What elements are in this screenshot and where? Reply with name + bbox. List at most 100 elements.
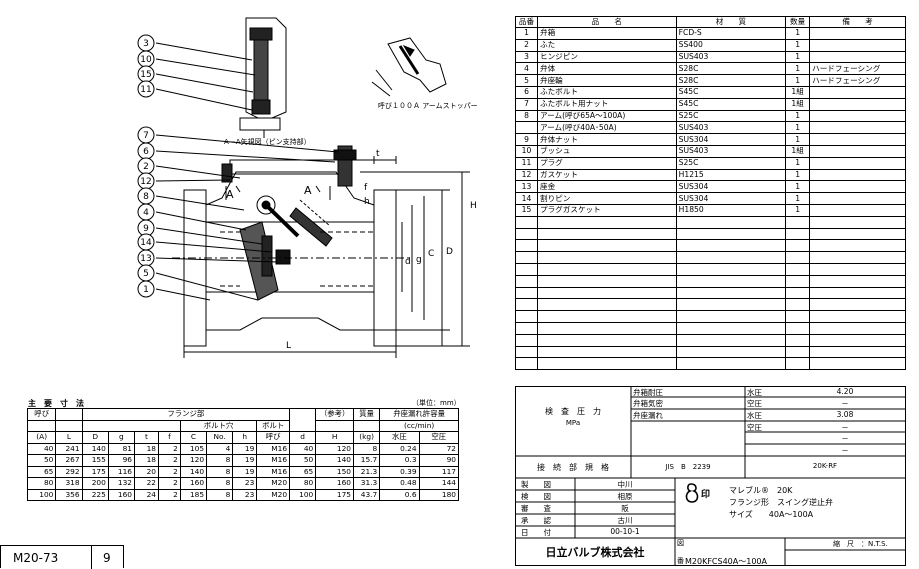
dimension-cell: 0.3 (379, 454, 420, 467)
approval-name: 相原 (617, 492, 633, 501)
inspection-val: 4.20 (836, 387, 854, 396)
dimension-cell: 40 (26, 442, 57, 455)
parts-cell-empty (809, 262, 906, 276)
dimension-cell: 100 (289, 488, 317, 501)
parts-cell-empty (675, 345, 787, 359)
dim-head-bolt: ボルト (256, 419, 291, 432)
parts-row-empty (515, 333, 906, 347)
dimension-cell: 0.24 (379, 442, 420, 455)
dimension-cell: 90 (418, 454, 460, 467)
parts-cell-note (809, 133, 906, 146)
parts-cell-name: 弁箱 (536, 27, 677, 40)
parts-cell-qty: 1 (785, 180, 811, 194)
dim-head-C: C (179, 431, 208, 444)
dimensions-table: 呼び フランジ部 （参考） 質量 弁座漏れ許容量 ボルト穴 ボルト (cc/mi… (26, 408, 460, 501)
parts-cell-note (809, 156, 906, 170)
dim-head-mass: 質量 (353, 408, 381, 421)
dimension-cell: 8 (206, 488, 234, 501)
parts-cell-no: 12 (515, 168, 538, 182)
approval-role: 審 査 (521, 504, 551, 513)
parts-cell-empty (785, 357, 811, 371)
parts-cell-qty: 1 (785, 156, 811, 170)
parts-cell-name: ブッシュ (536, 144, 677, 158)
parts-cell-name: 弁座輪 (536, 74, 677, 87)
footer-page: 9 (103, 551, 111, 565)
parts-cell-empty (536, 333, 677, 347)
parts-cell-mat: SUS304 (675, 192, 787, 205)
dim-A-left: A (226, 188, 234, 201)
dimension-cell: M20 (256, 477, 291, 490)
balloon: 14 (137, 233, 155, 251)
dimension-cell: 0.48 (379, 477, 420, 490)
dimension-cell: 19 (232, 442, 258, 455)
dimension-cell: 31.3 (353, 477, 381, 490)
balloon: 7 (137, 126, 155, 144)
parts-cell-empty (675, 333, 787, 347)
parts-row-empty (515, 251, 906, 264)
parts-cell-mat: FCD-S (675, 27, 787, 40)
dim-head-A: (A) (26, 431, 57, 444)
dimension-cell: 50 (289, 454, 317, 467)
dim-g: g (416, 255, 422, 265)
dimension-cell: 356 (55, 488, 83, 501)
number-label: 番 (677, 557, 684, 565)
product-line1: マレブル® 20K (729, 486, 793, 495)
parts-cell-no: 15 (515, 203, 538, 217)
svg-text:5: 5 (143, 269, 149, 279)
dim-head-h: h (232, 431, 258, 444)
parts-cell-empty (675, 286, 787, 300)
dimension-cell: 200 (81, 477, 109, 490)
product-line3: サイズ 40A～100A (729, 510, 814, 519)
parts-cell-note (809, 144, 906, 158)
parts-cell-empty (785, 345, 811, 359)
approval-name: 00-10-1 (610, 527, 640, 536)
parts-cell-empty (536, 215, 677, 229)
balloon-group: 3 10 15 11 7 6 2 12 8 4 9 14 13 5 1 (137, 34, 155, 298)
dimension-cell: 140 (179, 465, 208, 478)
parts-cell-no: 11 (515, 156, 538, 170)
svg-text:8: 8 (143, 192, 149, 202)
approval-name: 阪 (621, 504, 629, 513)
dimension-cell: 8 (206, 454, 234, 467)
dimension-cell: 21.3 (353, 465, 381, 478)
dim-head-air: 空圧 (418, 431, 460, 444)
product-line2: フランジ形 スイング逆止弁 (729, 498, 833, 507)
dimension-cell: 2 (158, 454, 181, 467)
dim-head-H: H (315, 431, 355, 444)
dimension-cell: 96 (107, 454, 136, 467)
dim-H: H (470, 201, 477, 211)
dimension-cell: 8 (206, 465, 234, 478)
parts-cell-note (809, 203, 906, 217)
dimension-cell: 160 (315, 477, 355, 490)
parts-cell-empty (809, 251, 906, 264)
parts-cell-empty (536, 345, 677, 359)
dimension-cell: 105 (179, 442, 208, 455)
balloon: 4 (137, 203, 155, 221)
parts-cell-name: アーム(呼び40A･50A) (536, 121, 677, 135)
parts-cell-empty (809, 215, 906, 229)
dimension-cell: 65 (289, 465, 317, 478)
parts-cell-empty (809, 298, 906, 312)
parts-cell-no: 7 (515, 97, 538, 111)
inspection-kind: 水圧 (747, 388, 762, 397)
parts-row-empty (515, 310, 906, 323)
parts-cell-empty (536, 298, 677, 312)
inspection-label: 検 査 圧 力 (545, 407, 601, 416)
parts-cell-note (809, 97, 906, 111)
parts-cell-no: 2 (515, 38, 538, 52)
footer-box: M20-73 9 (0, 545, 124, 569)
dimension-cell: M16 (256, 442, 291, 455)
dim-head-No: No. (206, 431, 234, 444)
parts-cell-empty (675, 251, 787, 264)
parts-header: 品番 品 名 材 質 数量 備 考 (515, 16, 906, 28)
parts-cell-qty: 1 (785, 109, 811, 123)
parts-row-empty (515, 274, 906, 288)
dimension-cell: 2 (158, 465, 181, 478)
